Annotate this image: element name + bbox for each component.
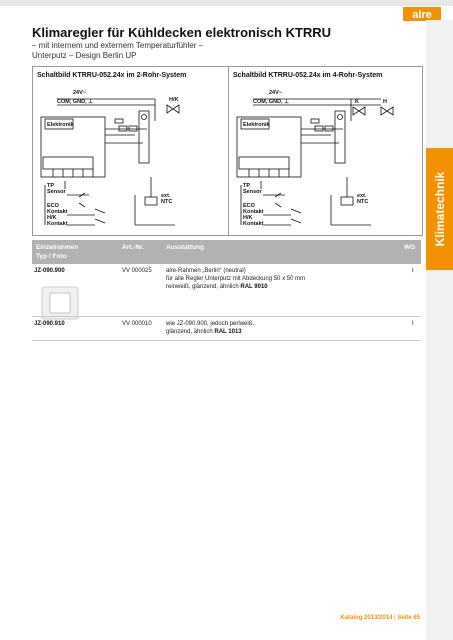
page-number: Seite 65 xyxy=(397,615,420,621)
valve-k-label: K xyxy=(355,99,359,105)
supply-label: 24V~ xyxy=(269,90,282,96)
row1-art-nr: VV 000025 xyxy=(122,268,152,274)
hk-label-2: Kontakt xyxy=(47,221,68,227)
row2-type: JZ-090.910 xyxy=(34,321,65,327)
row1-type: JZ-090.900 xyxy=(34,268,65,274)
row2-art-nr: VV 000010 xyxy=(122,321,152,327)
sensor-label-2: Sensor xyxy=(243,189,263,195)
controller-label: Elektronik xyxy=(47,122,75,128)
valve-h-label: H xyxy=(383,99,387,105)
hk-label-1: H/K xyxy=(243,215,253,221)
side-tab-label: Klimatechnik xyxy=(432,171,447,247)
row2-wg: I xyxy=(412,321,414,327)
alre-logo: alre xyxy=(403,7,441,21)
ntc-label-1: ext. xyxy=(161,193,171,199)
header-art-nr: Art.-Nr. xyxy=(122,244,145,251)
row2-desc-2: glänzend, ähnlich RAL 1013 xyxy=(166,329,242,335)
wiring-diagram-2-pipe: 24V~ COM, GND, ⊥ Elektronik H/K TP Senso… xyxy=(40,90,180,227)
eco-label-1: ECO xyxy=(243,203,256,209)
supply-lines-label: COM, GND, ⊥ xyxy=(57,98,93,105)
side-strip-bottom xyxy=(426,270,453,640)
frame-photo xyxy=(40,285,80,321)
schema-title-2-pipe: Schaltbild KTRRU-052.24x im 2-Rohr-Syste… xyxy=(37,72,187,79)
schematics-divider xyxy=(228,67,229,235)
schematics-panel: Schaltbild KTRRU-052.24x im 2-Rohr-Syste… xyxy=(32,66,423,236)
top-bar xyxy=(0,0,453,6)
row1-desc-2: für alle Regler Unterputz mit Abdeckung … xyxy=(166,276,306,282)
row-divider xyxy=(32,316,421,317)
side-strip-top xyxy=(426,20,453,148)
hk-label-1: H/K xyxy=(47,215,57,221)
ntc-label-1: ext. xyxy=(357,193,367,199)
page-footer: Katalog 2013/2014 | Seite 65 xyxy=(340,615,420,621)
row1-desc-1: alre-Rahmen „Berlin“ (neutral) xyxy=(166,268,246,274)
controller-label: Elektronik xyxy=(243,122,271,128)
header-type-photo: Typ / Foto xyxy=(36,253,67,260)
wiring-diagram-4-pipe: 24V~ COM, GND, ⊥ Elektronik K H TP Senso… xyxy=(236,90,394,227)
hk-label-2: Kontakt xyxy=(243,221,264,227)
eco-label-2: Kontakt xyxy=(243,209,264,215)
table-header: Einzelrahmen Typ / Foto Art.-Nr. Ausstat… xyxy=(32,240,421,264)
subtitle-design: Unterputz – Design Berlin UP xyxy=(32,51,137,60)
supply-lines-label: COM, GND, ⊥ xyxy=(253,98,289,105)
row1-desc-3: reinweiß, glänzend, ähnlich RAL 9010 xyxy=(166,284,268,290)
ntc-label-2: NTC xyxy=(161,199,172,205)
supply-label: 24V~ xyxy=(73,90,86,96)
valve-label: H/K xyxy=(169,97,179,103)
ntc-label-2: NTC xyxy=(357,199,368,205)
page-title: Klimaregler für Kühldecken elektronisch … xyxy=(32,25,332,40)
header-features: Ausstattung xyxy=(166,244,204,251)
header-wg: WG xyxy=(404,244,416,251)
logo-text: alre xyxy=(412,9,432,21)
row1-wg: I xyxy=(412,268,414,274)
row-divider xyxy=(32,340,421,341)
subtitle-sensors: – mit internem und externem Temperaturfü… xyxy=(32,41,204,50)
sensor-label-1: TP xyxy=(47,183,54,189)
sensor-label-2: Sensor xyxy=(47,189,67,195)
row2-desc-1: wie JZ-090.900, jedoch perlweiß, xyxy=(166,321,255,327)
catalog-label: Katalog 2013/2014 xyxy=(340,615,393,621)
side-tab: Klimatechnik xyxy=(426,148,453,270)
header-frame: Einzelrahmen xyxy=(36,244,79,251)
eco-label-2: Kontakt xyxy=(47,209,68,215)
eco-label-1: ECO xyxy=(47,203,60,209)
schema-title-4-pipe: Schaltbild KTRRU-052.24x im 4-Rohr-Syste… xyxy=(233,72,383,79)
sensor-label-1: TP xyxy=(243,183,250,189)
